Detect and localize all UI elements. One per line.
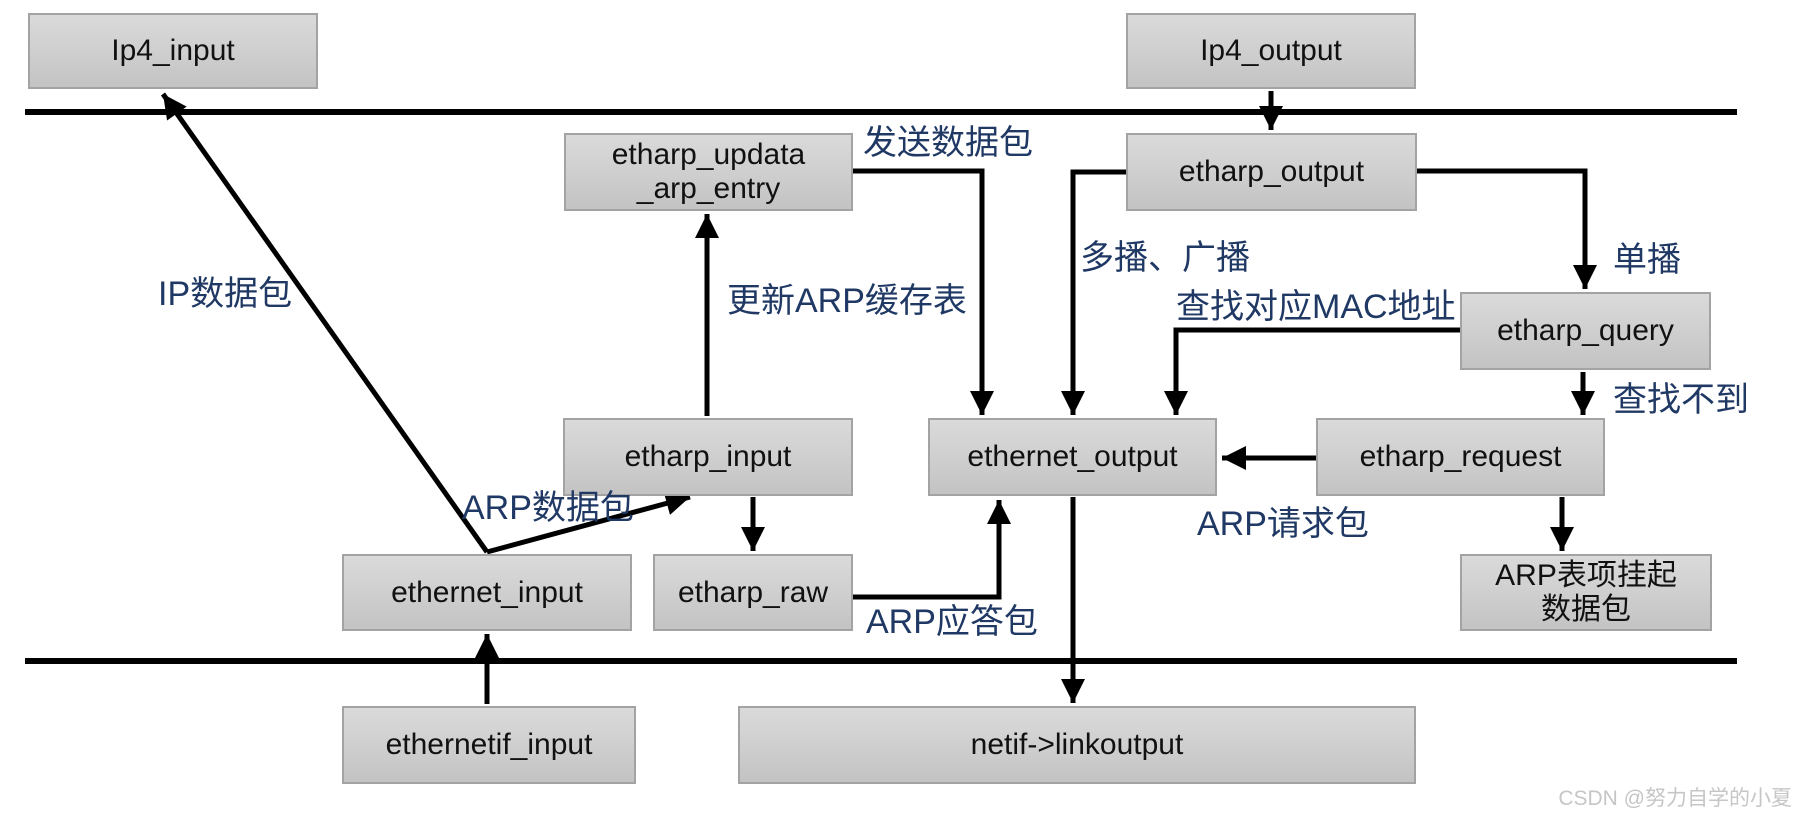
box-ethernetif-input: ethernetif_input: [342, 706, 636, 784]
box-label: etharp_output: [1178, 155, 1365, 188]
box-label: Ip4_input: [111, 34, 235, 67]
box-etharp-updata-arp-entry: etharp_updata _arp_entry: [564, 133, 853, 211]
edge-label-send-packet: 发送数据包: [863, 124, 1033, 162]
connector-ethernetinput-to-ip4input: [160, 92, 490, 554]
box-label: etharp_request: [1359, 440, 1562, 473]
edge-label-ip-data-packet: IP数据包: [158, 275, 293, 313]
box-label-line2: _arp_entry: [636, 172, 781, 205]
box-label: netif->linkoutput: [970, 728, 1184, 761]
edge-label-multicast-broadcast: 多播、广播: [1080, 239, 1250, 277]
edge-label-arp-request-packet: ARP请求包: [1197, 505, 1369, 543]
box-label-line1: ARP表项挂起: [1495, 558, 1677, 592]
box-etharp-request: etharp_request: [1316, 418, 1605, 496]
connector-etharpoutput-to-ethernetoutput: [1061, 169, 1126, 415]
box-label: ethernetif_input: [385, 728, 593, 761]
edge-label-arp-data-packet: ARP数据包: [462, 489, 634, 527]
box-ip4-output: Ip4_output: [1126, 13, 1416, 89]
edge-label-unicast: 单播: [1613, 241, 1681, 279]
connector-ethernetinput-to-etharpinput: [486, 491, 691, 555]
box-label: etharp_input: [624, 440, 792, 473]
box-ethernet-input: ethernet_input: [342, 554, 632, 631]
box-label: Ip4_output: [1200, 34, 1342, 67]
box-etharp-output: etharp_output: [1126, 133, 1417, 211]
connector-etharpraw-to-ethernetoutput: [853, 500, 1011, 600]
connector-etharpoutput-to-etharpquery: [1417, 168, 1597, 289]
box-label-line1: etharp_updata: [611, 138, 806, 171]
box-etharp-query: etharp_query: [1460, 292, 1711, 370]
connector-etharpquery-to-ethernetoutput: [1164, 327, 1460, 415]
box-label: etharp_raw: [677, 575, 829, 609]
edge-label-not-found: 查找不到: [1613, 381, 1749, 419]
box-etharp-input: etharp_input: [563, 418, 853, 496]
edge-label-update-arp-cache: 更新ARP缓存表: [727, 282, 967, 320]
box-netif-linkoutput: netif->linkoutput: [738, 706, 1416, 784]
box-ip4-input: Ip4_input: [28, 13, 318, 89]
box-etharp-raw: etharp_raw: [653, 554, 853, 631]
box-label: ethernet_input: [391, 575, 583, 609]
csdn-watermark: CSDN @努力自学的小夏: [1558, 787, 1792, 810]
edge-label-find-mac-address: 查找对应MAC地址: [1176, 288, 1456, 326]
box-arp-pending-packet: ARP表项挂起 数据包: [1460, 554, 1712, 631]
box-ethernet-output: ethernet_output: [928, 418, 1217, 496]
box-label: etharp_query: [1497, 314, 1674, 347]
box-label: ethernet_output: [967, 440, 1178, 473]
box-label-line2: 数据包: [1541, 592, 1631, 626]
edge-label-arp-reply-packet: ARP应答包: [866, 603, 1038, 641]
connector-etharpupdata-to-ethernetoutput: [853, 168, 994, 415]
